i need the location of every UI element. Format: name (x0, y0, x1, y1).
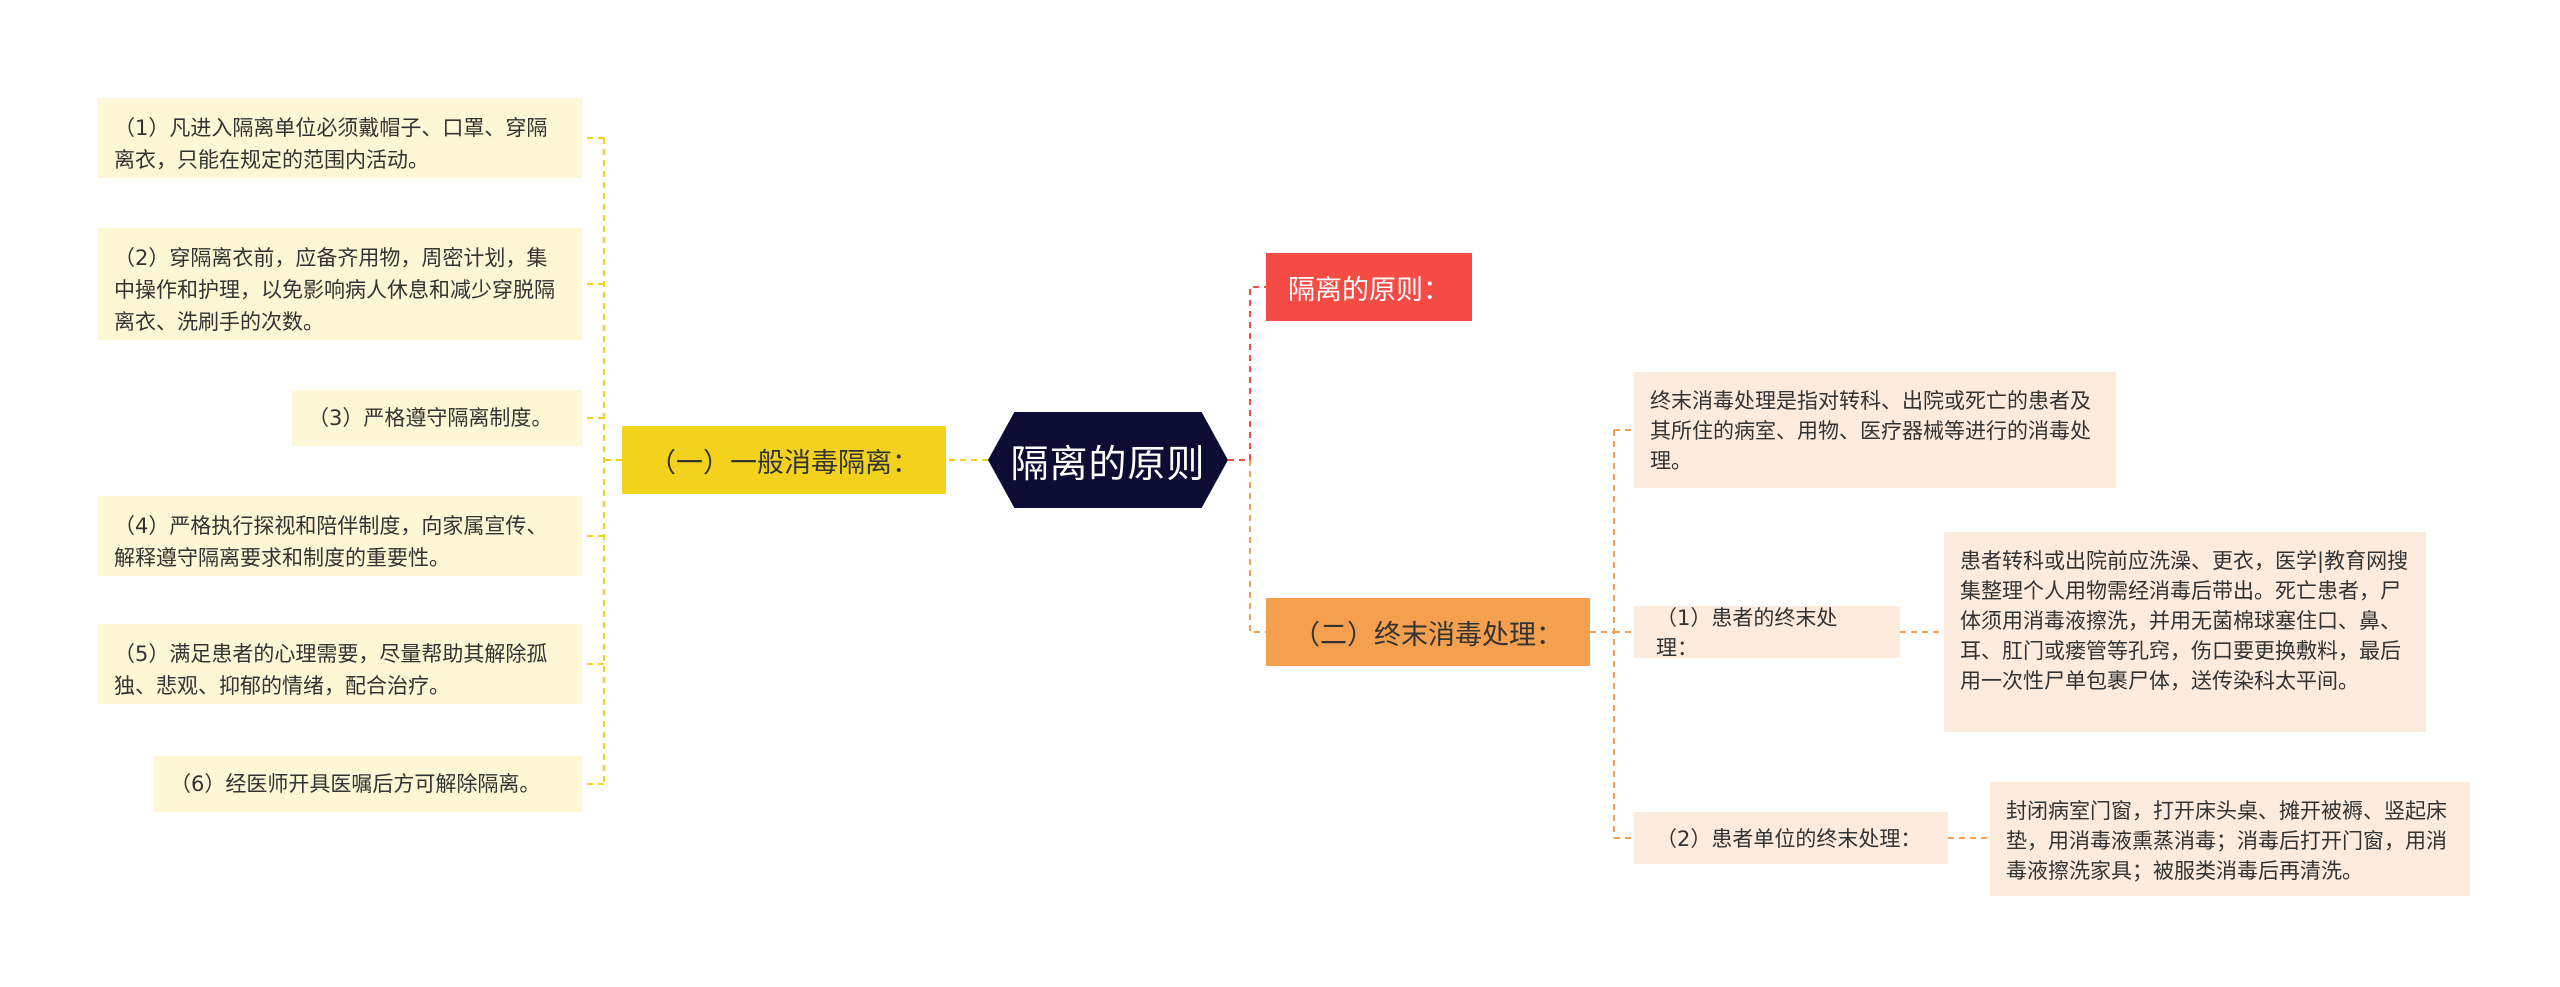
root-topic-label: 隔离的原则 (1010, 441, 1206, 486)
branch-terminal-disinfection[interactable]: （二）终末消毒处理： (1266, 598, 1590, 666)
general-item-5-text: （5）满足患者的心理需要，尽量帮助其解除孤独、悲观、抑郁的情绪，配合治疗。 (114, 642, 548, 698)
branch-terminal-disinfection-label: （二）终末消毒处理： (1293, 619, 1563, 651)
terminal-unit-detail-text: 封闭病室门窗，打开床头桌、摊开被褥、竖起床垫，用消毒液熏蒸消毒；消毒后打开门窗，… (2006, 799, 2447, 883)
general-item-2-text: （2）穿隔离衣前，应备齐用物，周密计划，集中操作和护理，以免影响病人休息和减少穿… (114, 246, 555, 334)
general-item-6[interactable]: （6）经医师开具医嘱后方可解除隔离。 (154, 756, 582, 812)
terminal-patient-detail-text: 患者转科或出院前应洗澡、更衣，医学|教育网搜集整理个人用物需经消毒后带出。死亡患… (1960, 549, 2409, 693)
terminal-unit-label: （2）患者单位的终末处理： (1656, 827, 1922, 851)
branch-general-isolation-label: （一）一般消毒隔离： (649, 447, 919, 479)
general-item-3-text: （3）严格遵守隔离制度。 (308, 406, 553, 430)
general-item-4-text: （4）严格执行探视和陪伴制度，向家属宣传、解释遵守隔离要求和制度的重要性。 (114, 514, 548, 570)
general-item-1-text: （1）凡进入隔离单位必须戴帽子、口罩、穿隔离衣，只能在规定的范围内活动。 (114, 116, 548, 172)
terminal-definition-text: 终末消毒处理是指对转科、出院或死亡的患者及其所住的病室、用物、医疗器械等进行的消… (1650, 389, 2091, 473)
root-topic[interactable]: 隔离的原则 (988, 412, 1228, 508)
branch-isolation-principle-label: 隔离的原则： (1288, 274, 1450, 306)
general-item-5[interactable]: （5）满足患者的心理需要，尽量帮助其解除孤独、悲观、抑郁的情绪，配合治疗。 (98, 624, 582, 704)
link-root-principle (1228, 286, 1266, 461)
link-general-trunk (603, 138, 622, 784)
link-terminal-trunk (1590, 430, 1615, 838)
terminal-unit-detail[interactable]: 封闭病室门窗，打开床头桌、摊开被褥、竖起床垫，用消毒液熏蒸消毒；消毒后打开门窗，… (1990, 782, 2470, 896)
terminal-unit-node[interactable]: （2）患者单位的终末处理： (1634, 812, 1948, 864)
branch-general-isolation[interactable]: （一）一般消毒隔离： (622, 426, 946, 494)
branch-isolation-principle[interactable]: 隔离的原则： (1266, 253, 1472, 321)
terminal-definition[interactable]: 终末消毒处理是指对转科、出院或死亡的患者及其所住的病室、用物、医疗器械等进行的消… (1634, 372, 2116, 488)
general-item-2[interactable]: （2）穿隔离衣前，应备齐用物，周密计划，集中操作和护理，以免影响病人休息和减少穿… (98, 228, 582, 340)
terminal-patient-node[interactable]: （1）患者的终末处理： (1634, 606, 1900, 660)
general-item-4[interactable]: （4）严格执行探视和陪伴制度，向家属宣传、解释遵守隔离要求和制度的重要性。 (98, 496, 582, 576)
terminal-patient-label: （1）患者的终末处理： (1656, 606, 1838, 660)
link-root-terminal (1249, 460, 1266, 633)
terminal-patient-detail[interactable]: 患者转科或出院前应洗澡、更衣，医学|教育网搜集整理个人用物需经消毒后带出。死亡患… (1944, 532, 2426, 732)
general-item-1[interactable]: （1）凡进入隔离单位必须戴帽子、口罩、穿隔离衣，只能在规定的范围内活动。 (98, 98, 582, 178)
general-item-3[interactable]: （3）严格遵守隔离制度。 (292, 390, 582, 446)
general-item-6-text: （6）经医师开具医嘱后方可解除隔离。 (170, 772, 541, 796)
